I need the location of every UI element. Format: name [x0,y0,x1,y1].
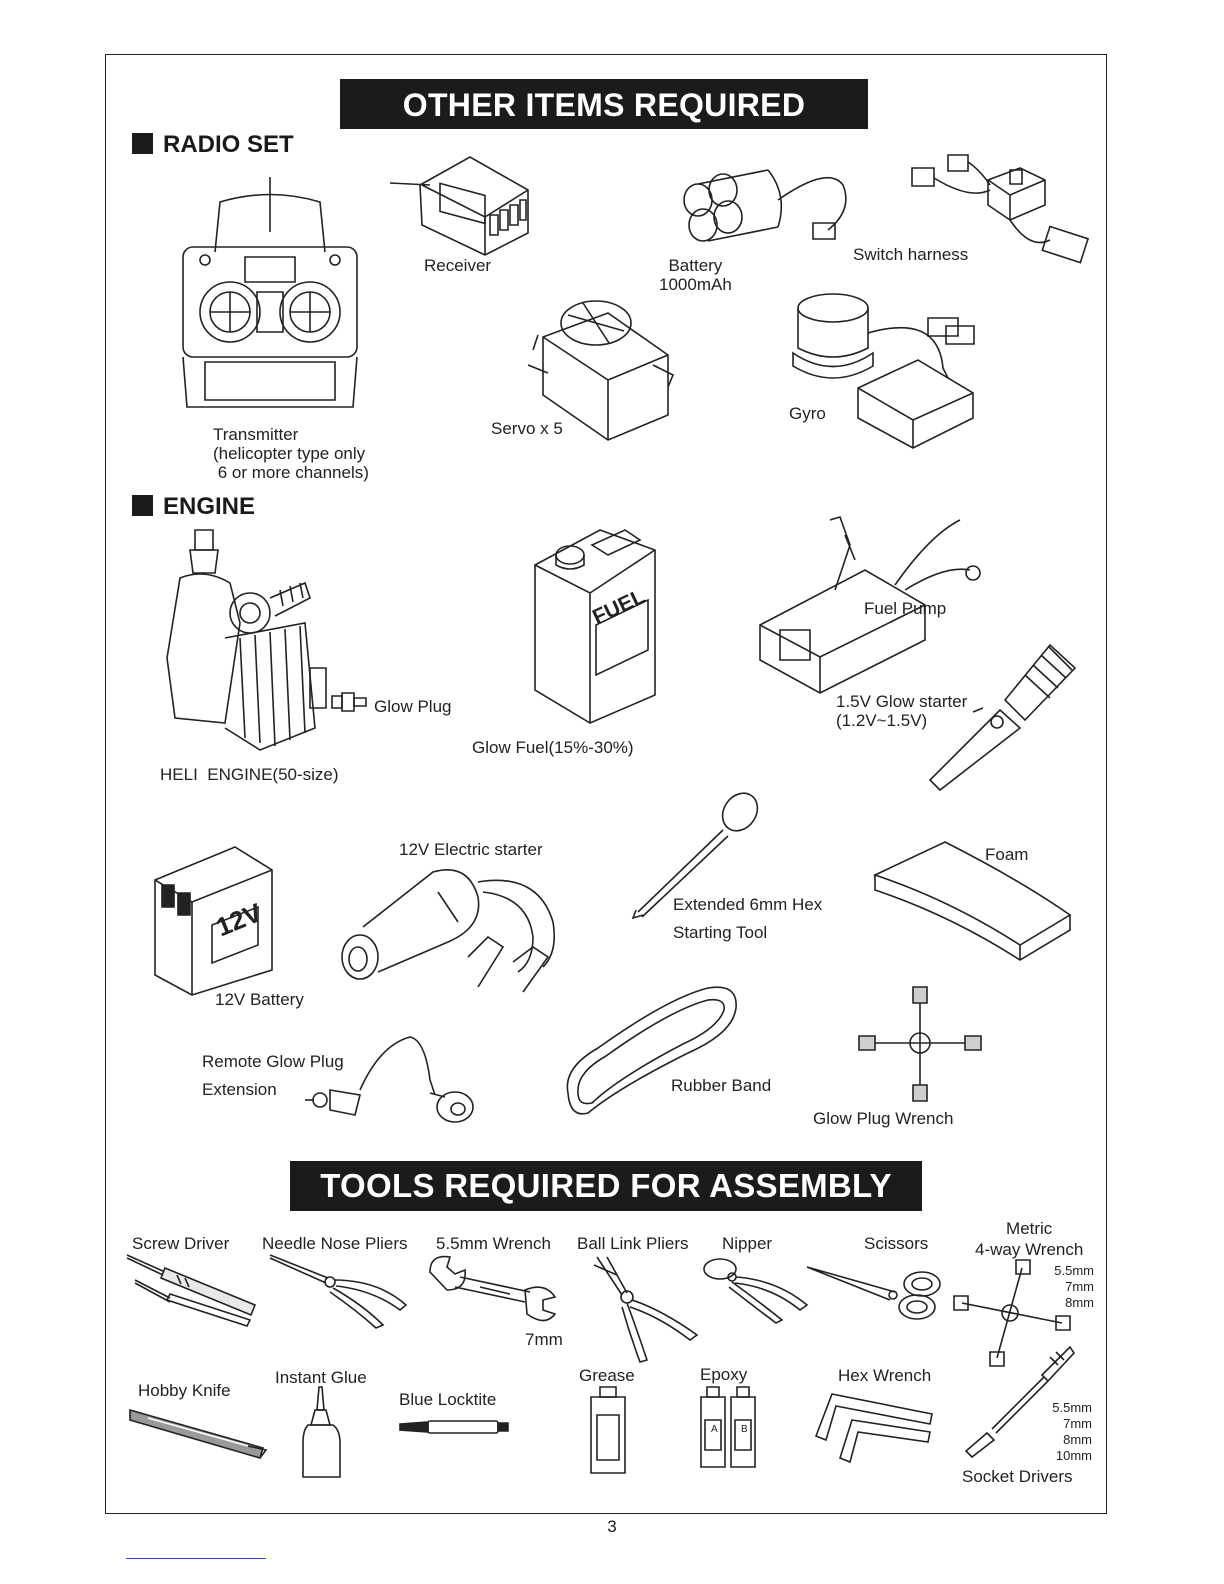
page-number: 3 [607,1517,617,1536]
receiver-label: Receiver [424,256,492,275]
other-items-heading: OTHER ITEMS REQUIRED [340,79,868,129]
locktite-label: Blue Locktite [399,1390,497,1409]
12v-battery-label: 12V Battery [215,990,304,1009]
epoxy-label: Epoxy [700,1365,748,1384]
needle-pliers-icon [268,1250,413,1330]
engine-heading: ENGINE [132,495,255,519]
radio-set-title: RADIO SET [163,131,294,158]
electric-starter-label: 12V Electric starter [399,840,543,859]
glow-wrench-label: Glow Plug Wrench [813,1109,954,1128]
glow-starter-icon [925,640,1080,795]
servo-label: Servo x 5 [491,419,563,438]
fuel-pump-label: Fuel Pump [864,599,947,618]
transmitter-label: Transmitter (helicopter type only 6 or m… [213,425,369,482]
12v-battery-icon [150,845,278,997]
instant-glue-label: Instant Glue [275,1368,367,1387]
rubber-band-label: Rubber Band [671,1076,772,1095]
glow-plug-extension-icon [300,1035,480,1130]
socket-sizes-label: 5.5mm 7mm 8mm 10mm [1052,1400,1092,1463]
electric-starter-icon [338,862,573,997]
wrench-55-icon [425,1252,560,1324]
section-square-icon [132,133,153,154]
fuel-can-icon [530,525,660,725]
scissors-label: Scissors [864,1234,929,1253]
receiver-icon [390,155,530,260]
ball-link-label: Ball Link Pliers [577,1234,689,1253]
glow-plug-label: Glow Plug [374,697,452,716]
needle-pliers-label: Needle Nose Pliers [262,1234,408,1253]
hex-wrench-icon [812,1392,937,1467]
screw-driver-icon [125,1250,260,1325]
section-square-icon [132,495,153,516]
heli-engine-label: HELI ENGINE(50-size) [160,765,339,784]
fuel-pump-icon [755,515,985,695]
glow-extension-label: Remote Glow Plug Extension [202,1052,344,1099]
epoxy-b-label: B [741,1424,748,1435]
hex-tool-label: Extended 6mm Hex Starting Tool [673,895,823,942]
metric-sizes-label: 5.5mm 7mm 8mm [1054,1263,1094,1310]
glow-fuel-label: Glow Fuel(15%-30%) [472,738,634,757]
hobby-knife-icon [128,1408,268,1460]
engine-title: ENGINE [163,493,256,520]
servo-icon [528,295,678,445]
wrench-55-label: 5.5mm Wrench [436,1234,551,1253]
rubber-band-icon [558,978,743,1123]
page-frame [105,54,1107,1514]
radio-set-heading: RADIO SET [132,133,294,157]
glow-plug-icon [330,688,370,718]
foam-label: Foam [985,845,1029,864]
glow-plug-wrench-icon [855,985,985,1105]
grease-tube-icon [583,1385,633,1477]
ball-link-pliers-icon [592,1255,702,1365]
blue-locktite-icon [398,1418,510,1436]
socket-drivers-label: Socket Drivers [962,1467,1073,1486]
epoxy-tubes-icon [697,1385,762,1470]
tools-heading: TOOLS REQUIRED FOR ASSEMBLY [290,1161,922,1211]
glow-starter-label: 1.5V Glow starter (1.2V~1.5V) [836,692,968,730]
battery-pack-icon [678,155,863,245]
metric-4way-wrench-icon [952,1258,1072,1368]
battery-label: Battery 1000mAh [659,256,732,294]
socket-drivers-icon [962,1345,1077,1460]
scissors-icon [805,1262,945,1322]
screw-driver-label: Screw Driver [132,1234,230,1253]
metric-wrench-label: Metric 4-way Wrench [975,1219,1084,1259]
heli-engine-icon [165,528,365,753]
nipper-label: Nipper [722,1234,773,1253]
instant-glue-icon [298,1385,343,1480]
foam-icon [870,840,1075,965]
switch-harness-label: Switch harness [853,245,969,264]
grease-label: Grease [579,1366,635,1385]
switch-harness-icon [910,150,1095,270]
footer-underline [126,1558,266,1559]
gyro-label: Gyro [789,404,826,423]
hex-starting-tool-icon [628,790,763,920]
transmitter-icon [175,172,365,422]
gyro-icon [788,288,978,453]
hobby-knife-label: Hobby Knife [138,1381,231,1400]
wrench-7-label: 7mm [525,1330,563,1349]
hex-wrench-label: Hex Wrench [838,1366,932,1385]
epoxy-a-label: A [711,1424,718,1435]
nipper-icon [702,1255,812,1325]
